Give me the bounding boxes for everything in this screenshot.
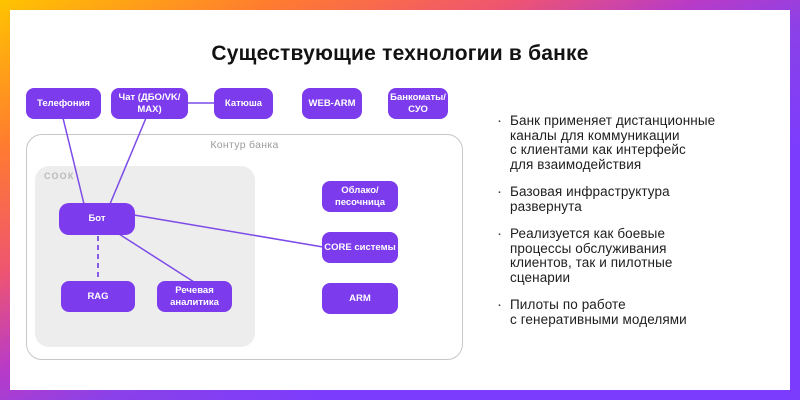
- bullet-item: · Пилоты по работе с генеративными модел…: [497, 296, 792, 327]
- node-cloud-sandbox: Облако/ песочница: [322, 181, 398, 212]
- bank-perimeter-label: Контур банка: [210, 139, 279, 151]
- bullet-list: · Банк применяет дистанционные каналы дл…: [497, 112, 792, 340]
- node-web-arm: WEB-ARM: [302, 88, 362, 119]
- node-core-systems: CORE системы: [322, 232, 398, 263]
- bullet-item: · Базовая инфраструктура развернута: [497, 183, 792, 214]
- sook-region-label: СООК: [44, 171, 75, 181]
- node-rag: RAG: [61, 281, 135, 312]
- bullet-marker: ·: [497, 183, 502, 200]
- page-title: Существующие технологии в банке: [211, 42, 589, 66]
- bullet-item: · Реализуется как боевые процессы обслуж…: [497, 225, 792, 285]
- node-arm: ARM: [322, 283, 398, 314]
- node-bot: Бот: [59, 203, 135, 235]
- bullet-text: Банк применяет дистанционные каналы для …: [510, 113, 716, 172]
- bullet-text: Пилоты по работе с генеративными моделям…: [510, 297, 687, 327]
- bullet-marker: ·: [497, 112, 502, 129]
- bullet-marker: ·: [497, 225, 502, 242]
- node-telephony: Телефония: [26, 88, 101, 119]
- node-speech-analytics: Речевая аналитика: [157, 281, 232, 312]
- bullet-marker: ·: [497, 296, 502, 313]
- bullet-text: Реализуется как боевые процессы обслужив…: [510, 226, 673, 285]
- node-atm-suo: Банкоматы/ СУО: [388, 88, 448, 119]
- node-chat-dbo-vk-max: Чат (ДБО/VK/ MAX): [111, 88, 188, 119]
- sook-region: [35, 166, 255, 347]
- node-katyusha: Катюша: [214, 88, 273, 119]
- bullet-item: · Банк применяет дистанционные каналы дл…: [497, 112, 792, 172]
- bullet-text: Базовая инфраструктура развернута: [510, 184, 670, 214]
